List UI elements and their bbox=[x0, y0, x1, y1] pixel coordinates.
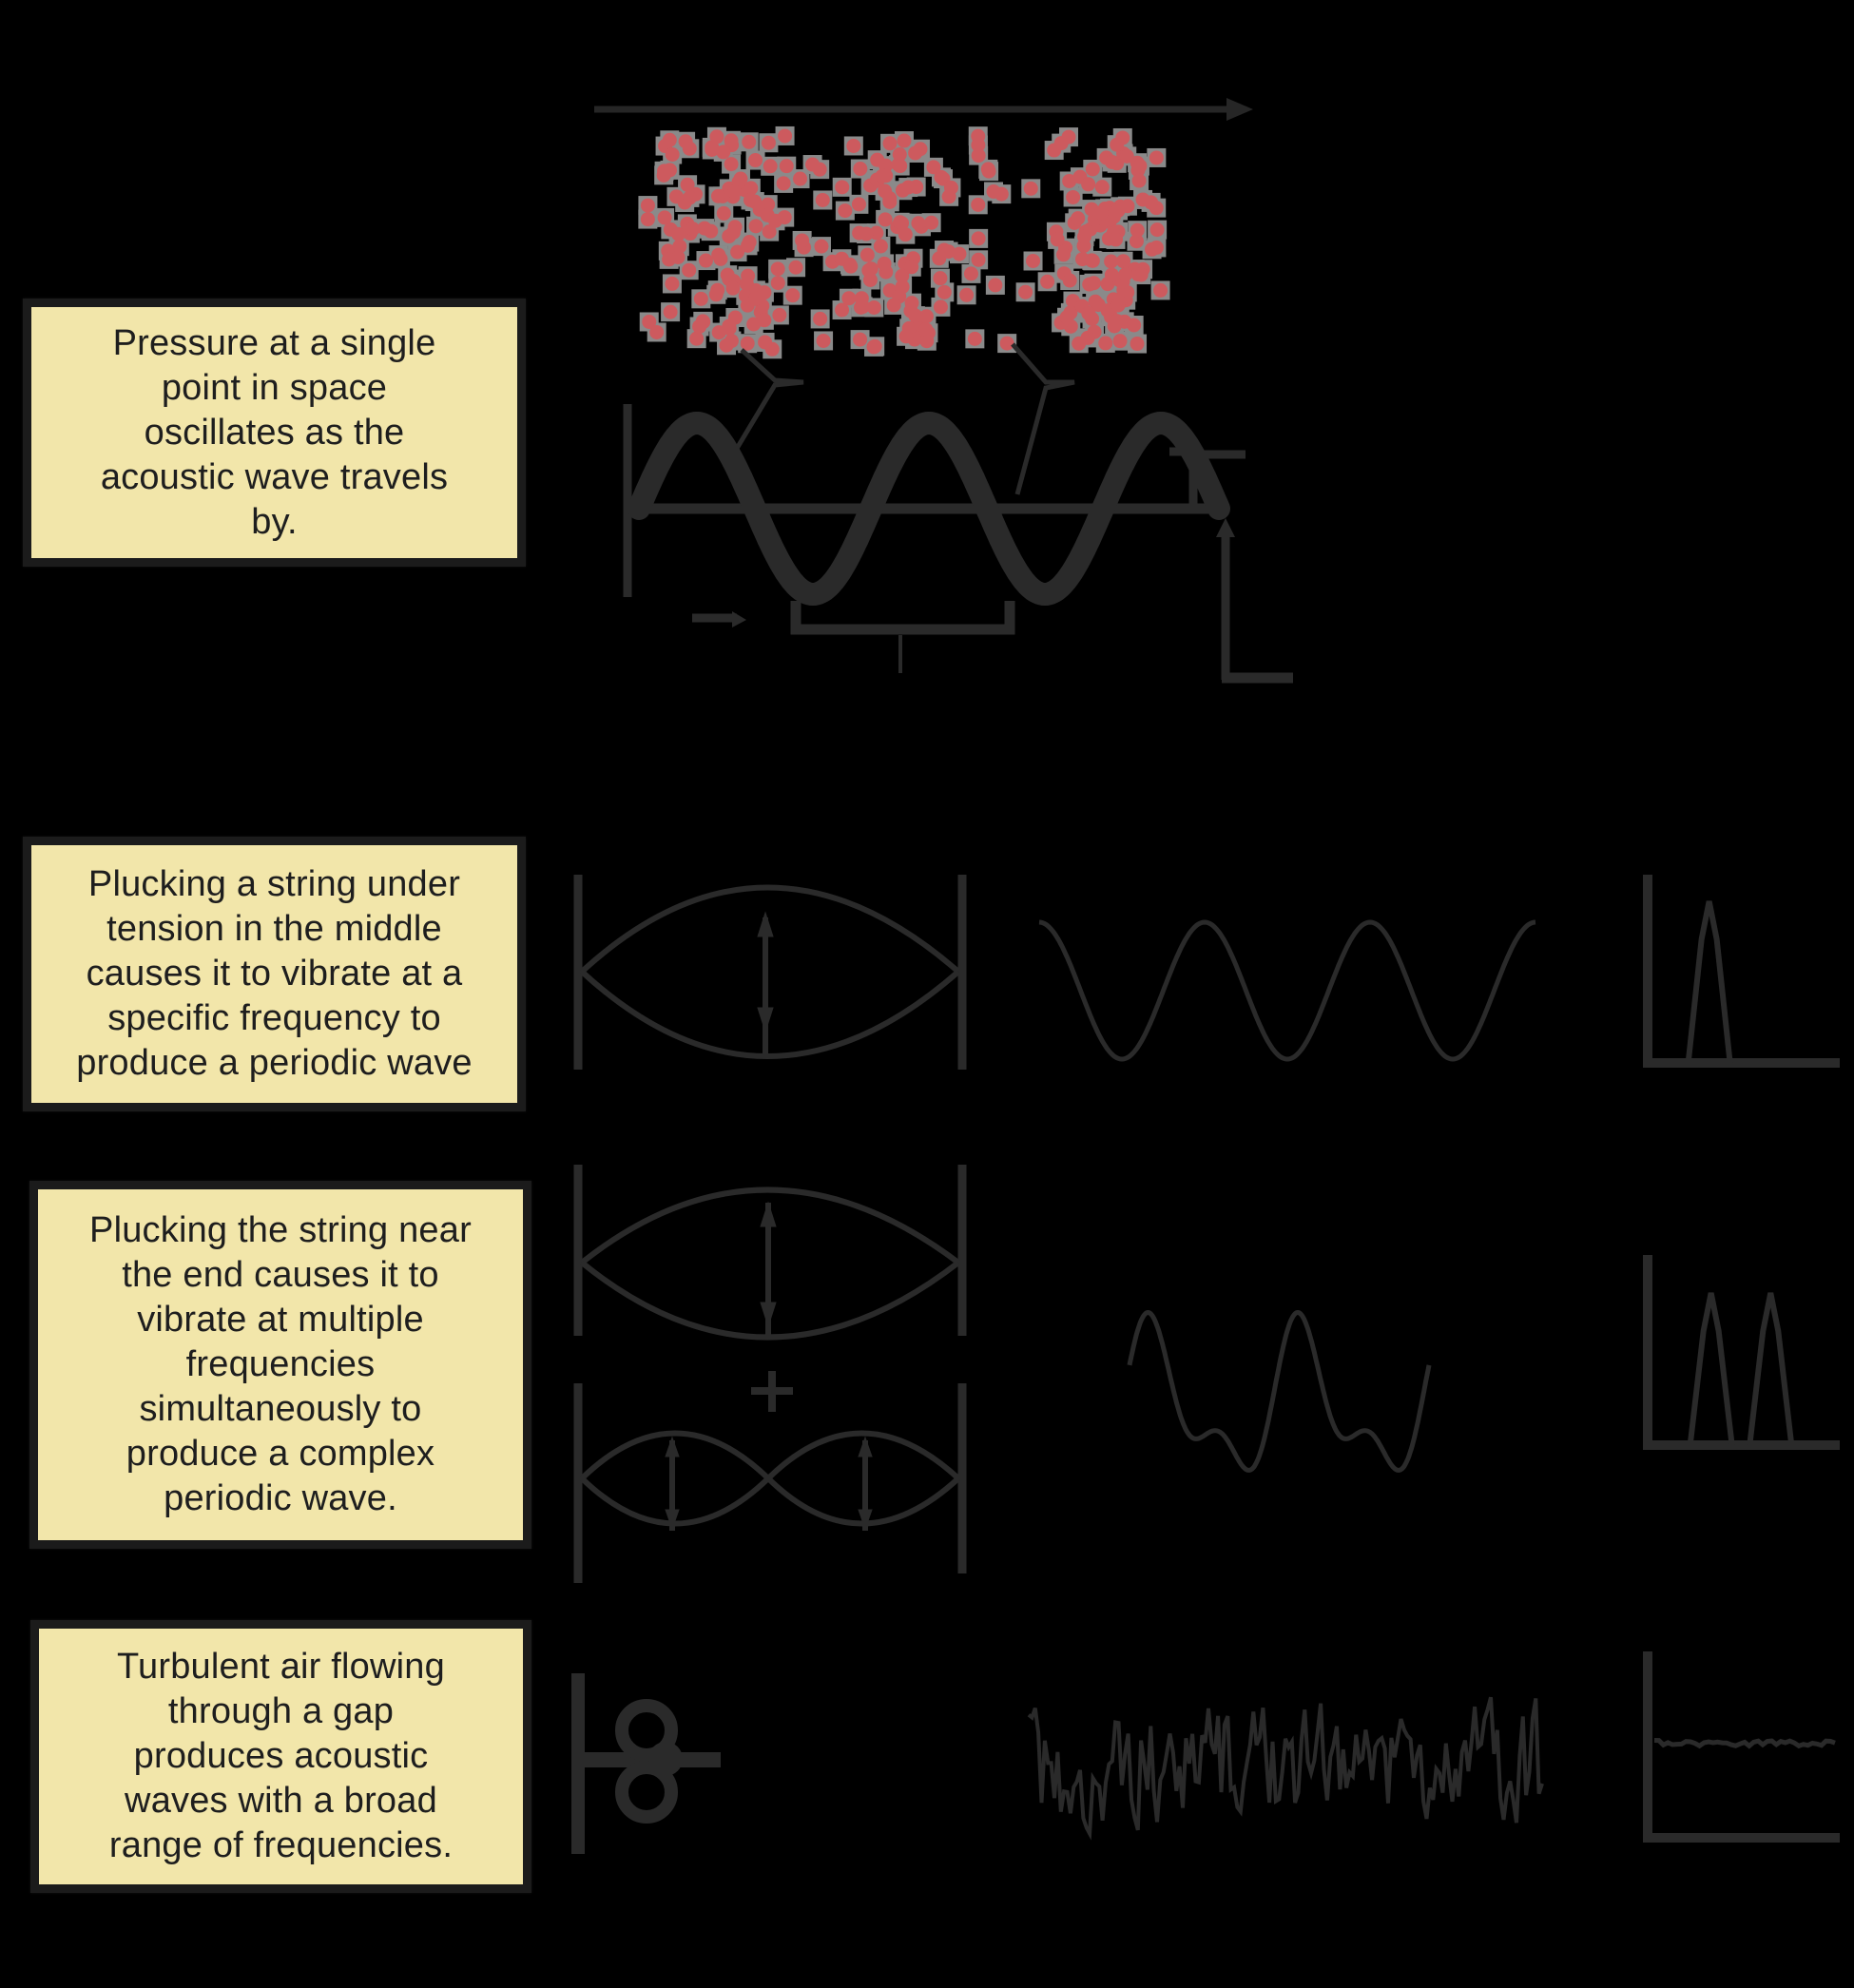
spectrum-single-peak bbox=[1643, 875, 1840, 1068]
compression-pointer bbox=[729, 348, 804, 458]
caption-turbulent-text: Turbulent air flowing through a gap prod… bbox=[108, 1647, 454, 1865]
time-arrow bbox=[692, 611, 746, 627]
plus-operator-icon bbox=[751, 1371, 793, 1412]
pressure-wave-plot bbox=[623, 404, 1293, 684]
caption-end-pluck-text: Plucking the string near the end causes … bbox=[89, 1210, 472, 1518]
caption-box-middle-pluck: Plucking a string under tension in the m… bbox=[23, 837, 526, 1111]
string-second-harmonic-mode bbox=[573, 1383, 967, 1583]
spectrum-two-peaks bbox=[1643, 1255, 1840, 1450]
complex-periodic-wave bbox=[1127, 1310, 1432, 1473]
spectrum-broadband bbox=[1643, 1651, 1840, 1843]
caption-box-pressure: Pressure at a single point in space osci… bbox=[23, 299, 526, 567]
turbulent-gap-icon bbox=[571, 1673, 721, 1854]
caption-box-end-pluck: Plucking the string near the end causes … bbox=[29, 1181, 531, 1549]
string-fundamental-mode-2 bbox=[573, 1165, 967, 1341]
simple-periodic-wave bbox=[1038, 919, 1536, 1062]
direction-arrow bbox=[594, 98, 1253, 121]
air-particle-field bbox=[638, 125, 1170, 359]
caption-middle-pluck-text: Plucking a string under tension in the m… bbox=[76, 864, 473, 1083]
caption-box-turbulent: Turbulent air flowing through a gap prod… bbox=[30, 1620, 531, 1893]
caption-pressure-text: Pressure at a single point in space osci… bbox=[100, 322, 449, 542]
rarefaction-pointer bbox=[1011, 342, 1075, 495]
aperiodic-noise-wave bbox=[1027, 1696, 1544, 1841]
string-fundamental-mode bbox=[573, 875, 967, 1070]
wavelength-bracket bbox=[790, 601, 1015, 635]
